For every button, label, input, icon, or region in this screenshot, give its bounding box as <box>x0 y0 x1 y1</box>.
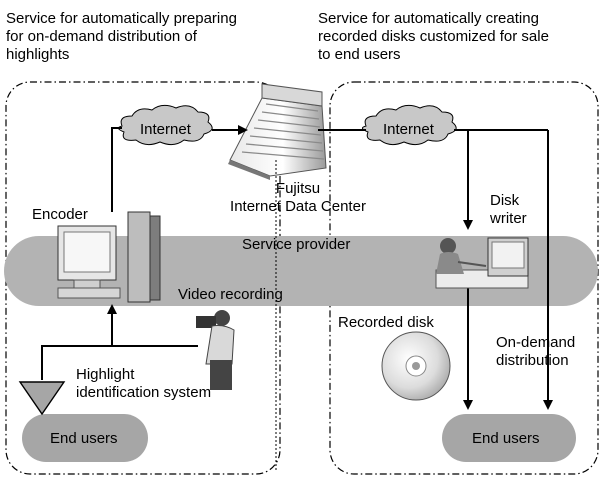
camera-operator-icon <box>196 310 235 390</box>
end-users-right-label: End users <box>472 430 540 447</box>
end-users-left-label: End users <box>50 430 118 447</box>
service-provider-label: Service provider <box>242 236 351 253</box>
right-service-caption: Service for automatically creating recor… <box>318 10 549 63</box>
disk-writer-icon <box>435 237 529 289</box>
on-demand-label: On-demand distribution <box>496 334 576 369</box>
highlight-system-label: Highlight identification system <box>76 366 212 401</box>
encoder-computer-icon <box>57 211 161 303</box>
end-users-left-pill <box>22 414 148 462</box>
encoder-label: Encoder <box>32 206 88 223</box>
disk-writer-label: Disk writer <box>490 192 527 227</box>
internet-right-label: Internet <box>383 121 434 138</box>
camera-to-encoder-arrow <box>107 304 198 347</box>
end-users-right-pill <box>442 414 576 462</box>
recorded-disk-label: Recorded disk <box>338 314 434 331</box>
data-center-label: Fujitsu Internet Data Center <box>230 180 366 215</box>
left-service-caption: Service for automatically preparing for … <box>6 10 237 63</box>
data-center-building <box>228 83 327 180</box>
video-recording-label: Video recording <box>178 286 283 303</box>
highlight-triangle-icon <box>18 381 66 416</box>
recorded-disk-icon <box>381 331 451 401</box>
internet-left-label: Internet <box>140 121 191 138</box>
encoder-to-internet-line <box>111 127 122 212</box>
highlight-system-line <box>41 345 112 380</box>
